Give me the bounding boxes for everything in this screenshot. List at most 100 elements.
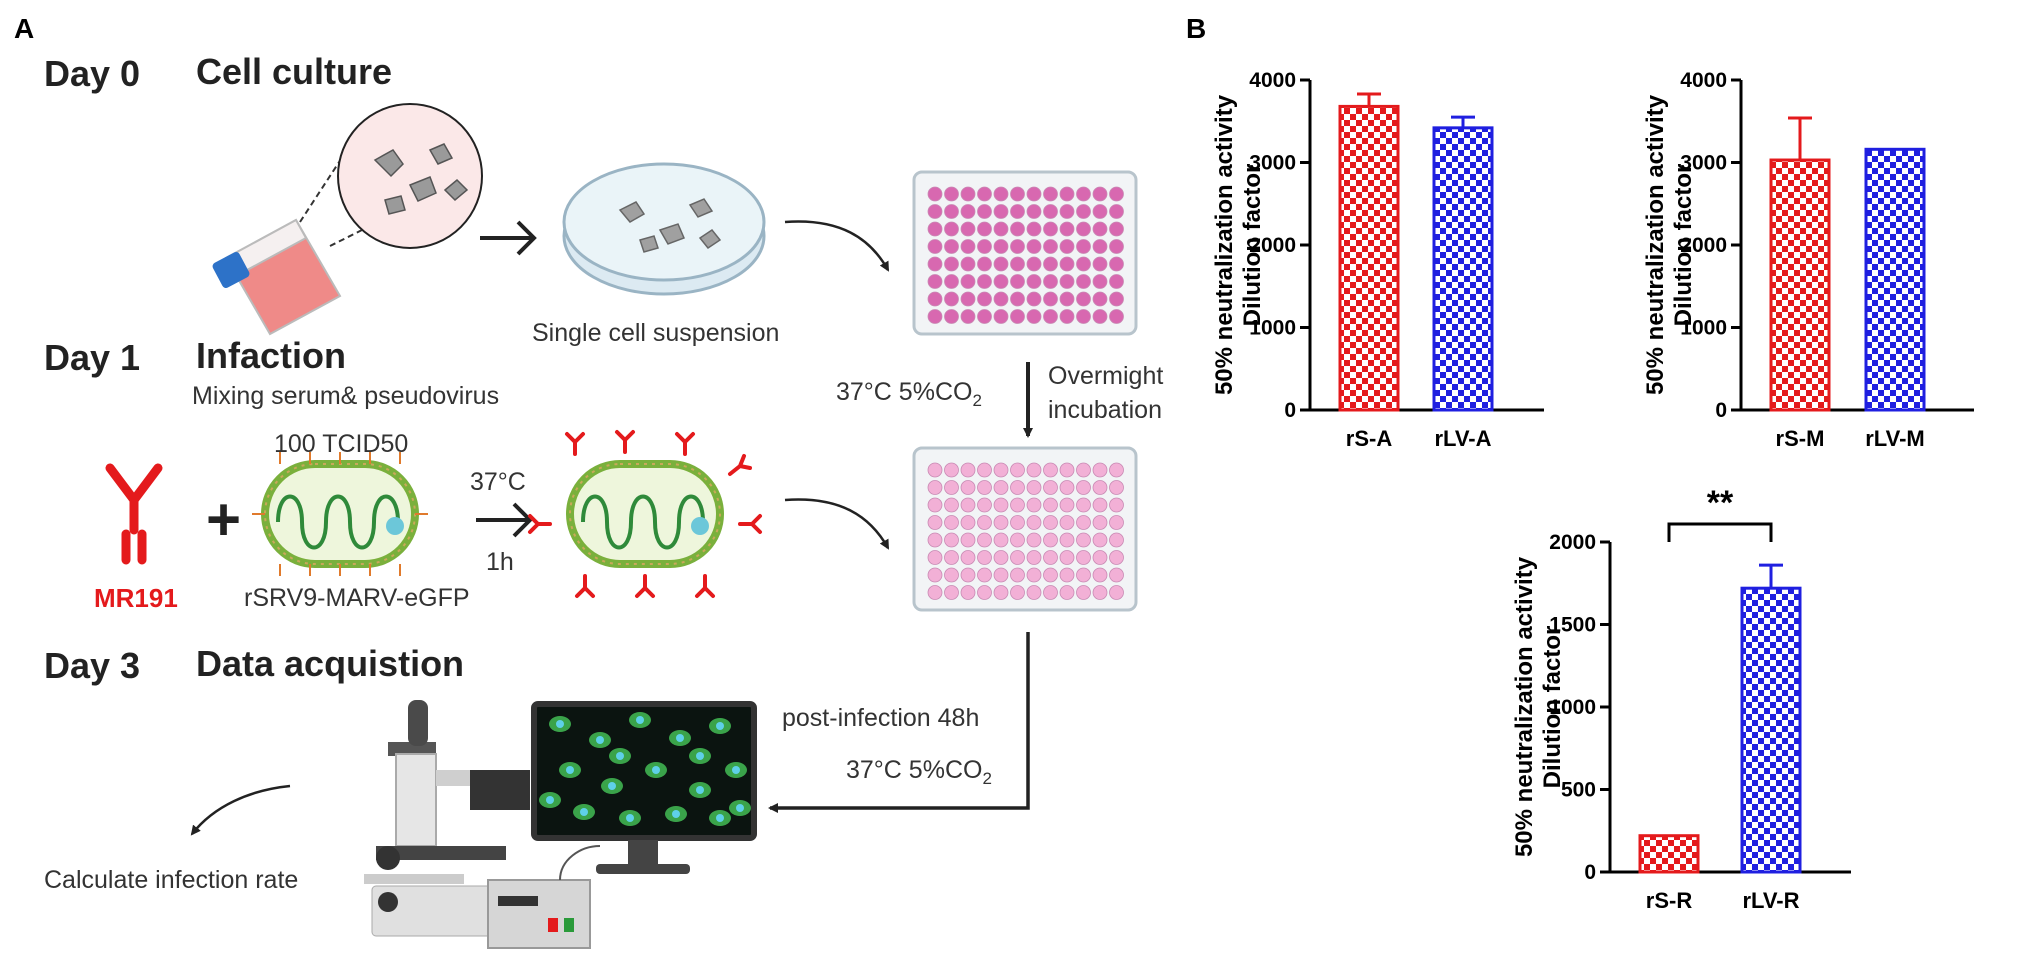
plate-well xyxy=(927,585,943,600)
y-tick-label: 0 xyxy=(1284,399,1296,422)
microscope-icon xyxy=(364,700,530,937)
plate-well xyxy=(1109,309,1124,324)
plate-well xyxy=(960,462,976,478)
overnight-label-1: Overmight xyxy=(1048,362,1163,390)
plate-well xyxy=(1026,221,1042,237)
y-axis-title-line1: 50% neutralization activity xyxy=(1642,94,1669,395)
plate-well xyxy=(1109,256,1124,272)
panel-b-label: B xyxy=(1186,13,1206,44)
plate-well xyxy=(927,550,943,565)
cell-nucleus xyxy=(566,766,574,774)
plate-well xyxy=(977,204,992,219)
significance-label: ** xyxy=(1707,484,1734,522)
plate-well xyxy=(1076,567,1091,583)
day1-title: Infaction xyxy=(196,335,346,376)
cell-nucleus xyxy=(672,810,680,818)
plate-well xyxy=(1026,567,1042,583)
cell-nucleus xyxy=(596,736,604,744)
bar-rLV-M xyxy=(1864,147,1926,412)
plate-well xyxy=(944,567,959,583)
day1-label: Day 1 xyxy=(44,337,140,378)
plate-well xyxy=(1059,585,1075,600)
plate-well xyxy=(1076,186,1091,202)
plate-well xyxy=(1010,515,1025,530)
plate-well xyxy=(1026,274,1042,289)
plate-well xyxy=(960,274,976,289)
single-cell-label: Single cell suspension xyxy=(532,319,779,347)
plate-well xyxy=(1059,550,1075,565)
plate-well xyxy=(927,497,943,513)
plate-well xyxy=(944,239,959,254)
plate-well xyxy=(1109,239,1124,254)
plate-well xyxy=(960,585,976,600)
plate-well xyxy=(1010,256,1025,272)
plate-well xyxy=(977,221,992,237)
plate-well xyxy=(960,515,976,530)
curved-arrow-plate1 xyxy=(784,220,890,272)
plate-well xyxy=(1109,204,1124,219)
cell-nucleus xyxy=(716,722,724,730)
plate-well xyxy=(1059,309,1075,324)
plate-well xyxy=(1109,567,1124,583)
y-tick-label: 4000 xyxy=(1249,69,1296,92)
plate-well xyxy=(1076,291,1091,307)
plate-well xyxy=(993,567,1009,583)
plate-well xyxy=(1076,256,1091,272)
plate-well xyxy=(927,480,943,495)
y-tick-label: 1000 xyxy=(1549,696,1596,719)
plate-well xyxy=(1026,239,1042,254)
plate-well xyxy=(927,256,943,272)
plate-well xyxy=(944,480,959,495)
cell-nucleus xyxy=(736,804,744,812)
y-tick-label: 2000 xyxy=(1249,234,1296,257)
y-axis-title-line1: 50% neutralization activity xyxy=(1211,94,1238,395)
cell-nucleus xyxy=(616,752,624,760)
plate-well xyxy=(1059,239,1075,254)
plate-well xyxy=(1092,532,1108,548)
plate-well xyxy=(1092,291,1108,307)
day3-label: Day 3 xyxy=(44,645,140,686)
plate-well xyxy=(1109,532,1124,548)
plate-well xyxy=(977,462,992,478)
plate-well xyxy=(1109,291,1124,307)
y-axis-title-line1: 50% neutralization activity xyxy=(1511,556,1538,857)
plate-well xyxy=(1092,515,1108,530)
plate-well xyxy=(1076,585,1091,600)
plate-well xyxy=(977,186,992,202)
plate-well xyxy=(1076,309,1091,324)
plate-well xyxy=(1092,309,1108,324)
plate-well xyxy=(1076,239,1091,254)
x-tick-label: rS-M xyxy=(1776,426,1825,451)
plate-well xyxy=(1109,274,1124,289)
plate-well xyxy=(1109,515,1124,530)
y-axis-title-line2: Dilution factor xyxy=(1539,626,1566,789)
plate-well xyxy=(1010,480,1025,495)
plate-well xyxy=(944,309,959,324)
right-arrow-icon xyxy=(480,220,537,256)
plate-well xyxy=(927,204,943,219)
plate-well xyxy=(944,291,959,307)
x-tick-label: rLV-M xyxy=(1865,426,1924,451)
plate-well xyxy=(1010,204,1025,219)
plate-well xyxy=(993,274,1009,289)
plate-well xyxy=(1043,532,1058,548)
plate-well xyxy=(993,532,1009,548)
x-tick-label: rS-A xyxy=(1346,426,1393,451)
plate-well xyxy=(1076,532,1091,548)
cell-nucleus xyxy=(608,782,616,790)
plate-well xyxy=(1076,480,1091,495)
plate-well xyxy=(1026,550,1042,565)
plate-well xyxy=(1092,550,1108,565)
y-tick-label: 500 xyxy=(1561,779,1596,802)
plate-well xyxy=(1010,309,1025,324)
cell-nucleus xyxy=(546,796,554,804)
plate-well xyxy=(1076,550,1091,565)
plate-well xyxy=(1043,567,1058,583)
neutralized-virus-icon xyxy=(528,430,762,598)
plate-well xyxy=(1010,567,1025,583)
plate-well xyxy=(927,186,943,202)
plate-well xyxy=(1043,515,1058,530)
plate-well xyxy=(944,585,959,600)
plate-well xyxy=(993,291,1009,307)
